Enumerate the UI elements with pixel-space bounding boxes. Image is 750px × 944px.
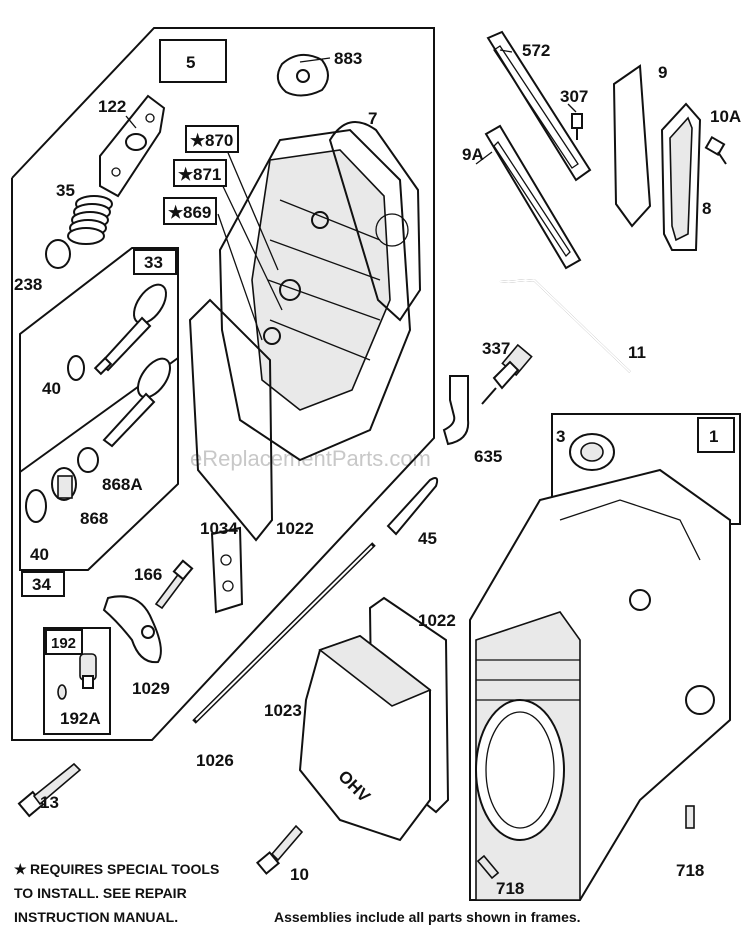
star-871: ★ [178, 165, 194, 184]
frame-label-box-192 [45, 629, 83, 655]
label-3: 3 [556, 427, 565, 446]
frame-valves: 33 34 [19, 247, 179, 597]
frame-label-1: 1 [709, 427, 718, 446]
spacer-122 [99, 94, 166, 198]
leader-lines [125, 49, 577, 341]
label-40a: 40 [42, 379, 61, 398]
spark-plug-337 [481, 343, 533, 405]
label-718a: 718 [496, 879, 524, 898]
frame-label-box-33 [133, 249, 177, 275]
label-192A: 192A [60, 709, 101, 728]
head-gasket-7 [328, 121, 422, 322]
label-10: 10 [290, 865, 309, 884]
label-718b: 718 [676, 861, 704, 880]
label-122: 122 [98, 97, 126, 116]
frame-label-192: 192 [51, 635, 76, 652]
label-883: 883 [334, 49, 362, 68]
bolt-13 [17, 762, 82, 818]
label-9: 9 [658, 63, 667, 82]
frame-label-box-34 [21, 571, 65, 597]
label-13: 13 [40, 793, 59, 812]
cover-8 [660, 102, 702, 251]
breather-frame-box [43, 627, 111, 735]
plate-1034 [210, 526, 244, 614]
gasket-1022a [188, 298, 274, 542]
star-869: ★ [168, 203, 184, 222]
frame-label-box-1 [697, 417, 735, 453]
valve-cover-1023: OHV [298, 634, 432, 842]
label-35: 35 [56, 181, 75, 200]
frame-label-33: 33 [144, 253, 163, 272]
label-572: 572 [522, 41, 550, 60]
frame-breather: 192 [43, 627, 111, 735]
bolt-10 [255, 824, 304, 875]
label-box-869 [163, 197, 217, 225]
label-166: 166 [134, 565, 162, 584]
exhaust-valve [93, 283, 167, 376]
label-11: 11 [628, 343, 646, 362]
footnote-line-1: REQUIRES SPECIAL TOOLS [30, 861, 219, 877]
gasket-883 [276, 53, 331, 97]
label-box-871 [173, 159, 227, 187]
gasket-9A [484, 124, 582, 270]
label-337: 337 [482, 339, 510, 358]
spring-35 [67, 195, 113, 245]
valve-keeper-40a [67, 355, 85, 381]
assemblies-note: Assemblies include all parts shown in fr… [274, 909, 581, 925]
footnotes: ★ REQUIRES SPECIAL TOOLS TO INSTALL. SEE… [14, 861, 581, 925]
label-8: 8 [702, 199, 711, 218]
label-1022b: 1022 [418, 611, 456, 630]
tube-45 [386, 477, 439, 536]
footnote-star: ★ [14, 861, 27, 877]
label-7: 7 [368, 109, 377, 128]
label-868A: 868A [102, 475, 143, 494]
retainer-868 [51, 467, 77, 501]
screw-307 [571, 113, 583, 140]
screw-10A [704, 135, 727, 165]
frame-label-5: 5 [186, 53, 195, 72]
label-1034: 1034 [200, 519, 238, 538]
rocker-1029 [102, 595, 162, 664]
washer-238 [45, 239, 71, 269]
frame-label-box-5 [159, 39, 227, 83]
gasket-572 [486, 30, 592, 182]
label-635: 635 [474, 447, 502, 466]
label-868: 868 [80, 509, 108, 528]
label-1029: 1029 [132, 679, 170, 698]
label-1026: 1026 [196, 751, 234, 770]
label-45: 45 [418, 529, 437, 548]
cylinder-head [218, 128, 412, 462]
label-10A: 10A [710, 107, 741, 126]
intake-valve [102, 357, 171, 448]
footnote-line-3: INSTRUCTION MANUAL. [14, 909, 178, 925]
label-870: 870 [205, 131, 233, 150]
tube-11 [499, 278, 631, 373]
breather-stem [82, 675, 94, 689]
label-40b: 40 [30, 545, 49, 564]
frame-label-34: 34 [32, 575, 51, 594]
footnote-line-2: TO INSTALL. SEE REPAIR [14, 885, 187, 901]
boot-635 [442, 375, 470, 446]
dowel-718b [685, 805, 695, 829]
label-box-870 [185, 125, 239, 153]
stud-166 [154, 559, 194, 610]
frame-head-assembly: 5 [11, 27, 435, 741]
label-9A: 9A [462, 145, 484, 164]
label-869: 869 [183, 203, 211, 222]
part-labels: 883 7 122 35 238 ★ 870 ★ 871 ★ 869 40 86… [14, 41, 741, 898]
crankcase-block [469, 468, 731, 901]
dowel-718a [476, 854, 500, 880]
breather-pin [57, 684, 67, 700]
gasket-9 [612, 64, 652, 228]
seal-3 [569, 433, 615, 471]
valve-keeper-40b [25, 489, 47, 523]
label-871: 871 [193, 165, 221, 184]
seal-868A [77, 447, 99, 473]
label-1022a: 1022 [276, 519, 314, 538]
star-870: ★ [190, 131, 206, 150]
label-238: 238 [14, 275, 42, 294]
label-1023: 1023 [264, 701, 302, 720]
label-307: 307 [560, 87, 588, 106]
